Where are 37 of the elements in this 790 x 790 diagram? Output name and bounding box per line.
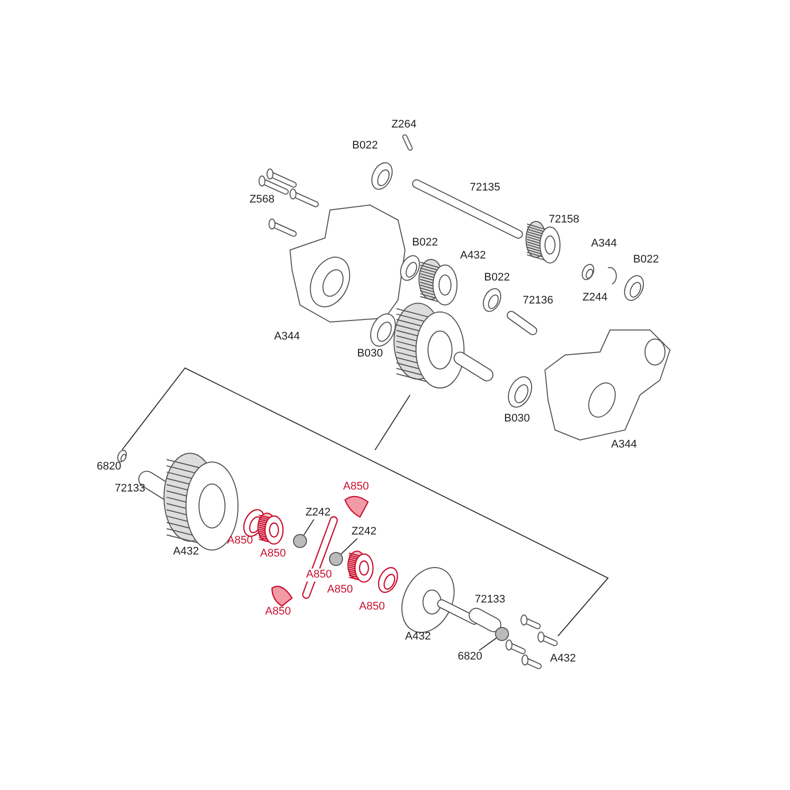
part-number: 72133	[114, 482, 146, 496]
washer-ring	[293, 534, 307, 548]
part-number: A432	[550, 652, 576, 666]
part-number: A850	[327, 584, 353, 596]
washer-ring	[329, 552, 343, 566]
part-number: A432	[405, 630, 431, 644]
part-number: Z244	[582, 292, 608, 304]
part-number: B022	[352, 140, 378, 152]
leader-line	[478, 638, 497, 651]
part-number: B022	[633, 254, 659, 266]
part-number: B022	[412, 236, 438, 250]
leader-line	[340, 538, 358, 555]
part-number: Z242	[305, 506, 331, 520]
part-number: 72133	[474, 594, 506, 606]
part-number: A344	[611, 438, 637, 452]
part-number: A344	[591, 238, 617, 250]
part-number: B030	[357, 348, 383, 360]
part-number: 72135	[470, 182, 500, 194]
part-number: A850	[265, 606, 291, 618]
part-number: A850	[306, 568, 332, 582]
part-number: A432	[460, 250, 486, 262]
part-number: 6820	[96, 460, 122, 474]
part-number: 72158	[548, 214, 580, 226]
part-number: Z242	[351, 526, 377, 538]
leader-line	[303, 519, 314, 536]
part-number: B030	[504, 412, 530, 426]
part-number: A850	[359, 600, 385, 614]
part-number: Z568	[249, 194, 275, 206]
part-number: 72136	[522, 294, 554, 308]
part-number: A850	[260, 548, 286, 560]
part-number: A344	[274, 330, 300, 344]
washer-ring	[495, 627, 509, 641]
part-number: 6820	[458, 650, 482, 664]
part-number: A850	[343, 480, 369, 494]
part-number: Z264	[391, 118, 417, 132]
part-number: B022	[484, 272, 510, 284]
part-number: A850	[227, 534, 253, 548]
